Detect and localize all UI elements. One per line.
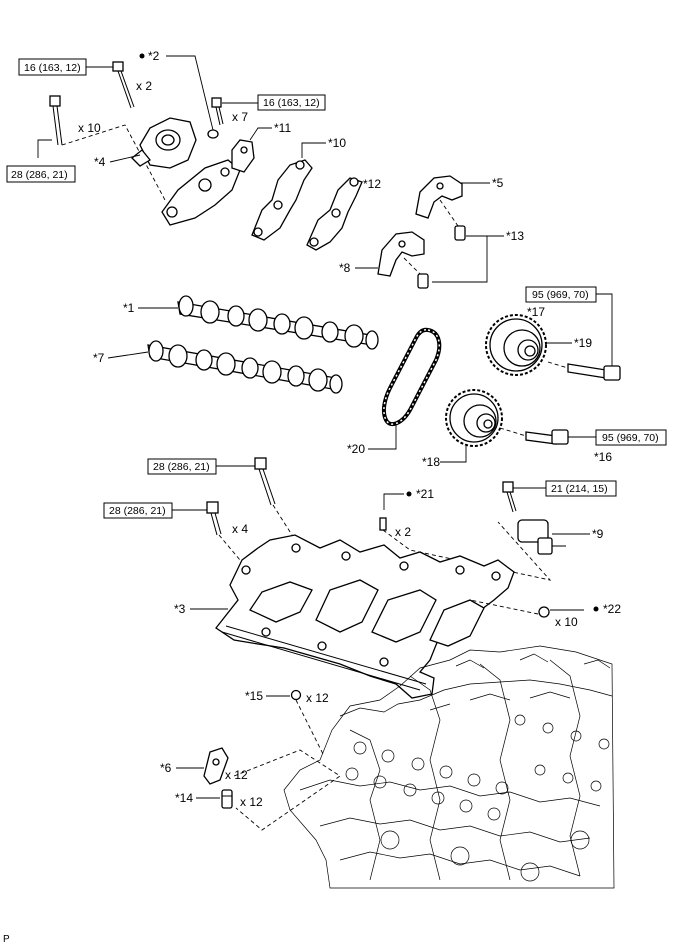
torque-16-mid-text: 16 (163, 12): [263, 97, 320, 109]
camshaft-1: [177, 295, 379, 350]
callout-11: *11: [274, 121, 291, 135]
cam-bearing-cap-10: [251, 159, 313, 241]
rocker-arm-6: [203, 747, 229, 785]
torque-box-16-top: 16 (163, 12): [18, 58, 87, 76]
torque-box-95-top: 95 (969, 70): [525, 286, 597, 303]
callout-22: *22: [603, 602, 621, 616]
callout-10: *10: [328, 136, 346, 150]
callout-3: *3: [174, 602, 186, 616]
callout-5: *5: [492, 176, 504, 190]
torque-box-95-mid: 95 (969, 70): [595, 429, 667, 446]
callout-13: *13: [506, 229, 524, 243]
callout-8: *8: [339, 261, 351, 275]
torque-21-text: 21 (214, 15): [551, 483, 608, 495]
straight-pin: [379, 517, 387, 531]
bolt-7x: [211, 97, 224, 126]
bolt-4x: [206, 501, 222, 536]
callout-14: *14: [175, 791, 193, 805]
camshaft-housing-lower: [161, 159, 241, 226]
torque-28-upper-text: 28 (286, 21): [153, 461, 210, 473]
cam-bearing-cap-11: [231, 139, 255, 173]
bolt-19: [567, 363, 621, 381]
bolt-long: [254, 457, 276, 506]
plug-22: [538, 606, 550, 618]
qty-x12-ball: x 12: [306, 691, 329, 705]
camshaft-housing-3: [215, 534, 515, 699]
callout-12: *12: [363, 177, 381, 191]
qty-x10-plug: x 10: [555, 615, 578, 629]
camshaft-7: [147, 340, 343, 394]
bolt-16: [525, 429, 569, 445]
callout-1: *1: [123, 301, 135, 315]
camshaft-housing-upper: [131, 117, 197, 169]
torque-16-top-text: 16 (163, 12): [24, 62, 81, 74]
callout-2: *2: [148, 49, 160, 63]
callout-17: *17: [527, 305, 545, 319]
callout-6: *6: [160, 761, 172, 775]
camshaft-timing-gear-18: [445, 389, 503, 447]
bolt-9: [502, 481, 517, 513]
callout-19: *19: [574, 336, 592, 350]
callout-9: *9: [592, 527, 604, 541]
callout-7: *7: [93, 351, 105, 365]
callout-15: *15: [245, 689, 263, 703]
callout-18: *18: [422, 455, 440, 469]
gasket-ring: [207, 129, 219, 139]
torque-box-16-mid: 16 (163, 12): [257, 94, 326, 111]
bushing-13b: [417, 273, 429, 289]
qty-x2-top: x 2: [136, 79, 152, 93]
cam-bearing-cap-12: [306, 177, 363, 251]
non-reusable-dot-22: [593, 606, 599, 612]
oil-control-valve-9: [517, 519, 566, 555]
torque-28-left-text: 28 (286, 21): [11, 169, 68, 181]
lash-adjuster-14: [221, 789, 233, 809]
timing-chain-20: [381, 327, 442, 427]
callout-16: *16: [594, 450, 612, 464]
bolt-2x: [112, 61, 135, 109]
torque-95-mid-text: 95 (969, 70): [602, 432, 659, 444]
bearing-cap-5: [415, 175, 463, 219]
non-reusable-dot-21: [406, 491, 412, 497]
torque-box-28-left: 28 (286, 21): [6, 165, 76, 183]
qty-x4: x 4: [232, 522, 248, 536]
torque-95-top-text: 95 (969, 70): [532, 289, 589, 301]
non-reusable-dot-2: [139, 53, 145, 59]
footer-code: P: [3, 934, 10, 945]
callout-21: *21: [416, 487, 434, 501]
bolt-10x: [49, 95, 63, 146]
qty-x7: x 7: [232, 110, 248, 124]
bushing-13a: [454, 225, 466, 241]
callout-4: *4: [94, 155, 106, 169]
torque-box-21: 21 (214, 15): [545, 480, 617, 497]
torque-28-lower-text: 28 (286, 21): [109, 505, 166, 517]
ball-15: [290, 689, 302, 701]
torque-box-28-lower: 28 (286, 21): [103, 502, 173, 519]
qty-x10-left: x 10: [78, 121, 101, 135]
callout-20: *20: [347, 442, 365, 456]
camshaft-timing-gear-19: [485, 314, 547, 376]
bearing-cap-8: [377, 231, 425, 277]
torque-box-28-upper: 28 (286, 21): [147, 458, 217, 475]
cylinder-head: [283, 645, 615, 889]
qty-x12-adj: x 12: [240, 795, 263, 809]
qty-x2-pin: x 2: [395, 525, 411, 539]
